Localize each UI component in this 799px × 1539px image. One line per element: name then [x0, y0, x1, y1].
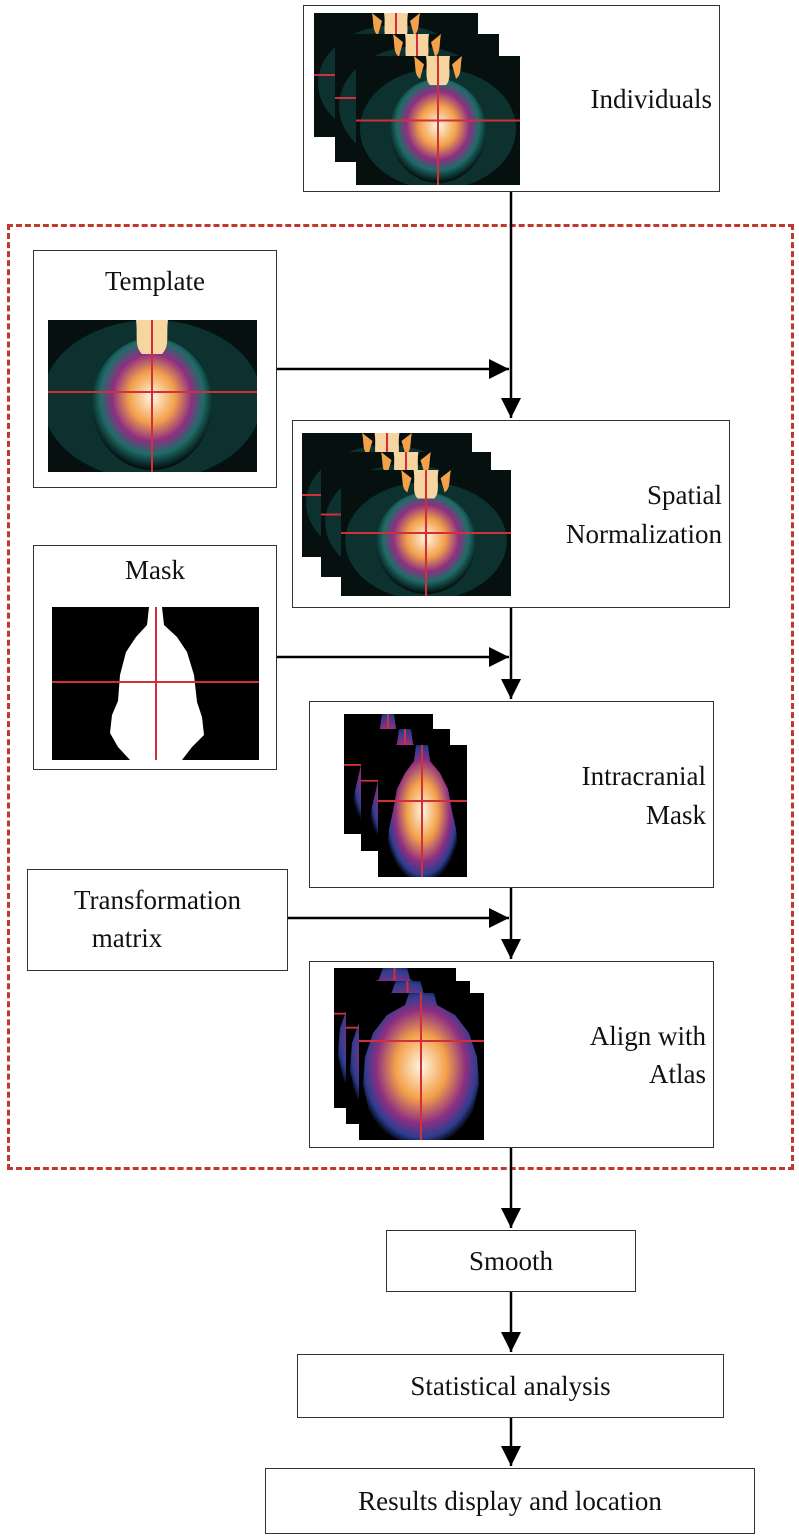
- intracranial-label-line2: Mask: [646, 800, 706, 830]
- atlas-slice-front: [359, 993, 484, 1140]
- spatial-slice-front: [341, 470, 511, 596]
- transformation-label-line2: matrix: [91, 923, 163, 953]
- smooth-box: [386, 1230, 636, 1292]
- template-label: Template: [104, 266, 206, 296]
- mask-label: Mask: [125, 555, 185, 585]
- intracranial-slice-front: [378, 745, 467, 877]
- individual-slice-front: [356, 56, 520, 185]
- spatial-label-line2: Normalization: [566, 519, 722, 549]
- spatial-label-line1: Spatial: [647, 480, 722, 510]
- statistical-analysis-label: Statistical analysis: [410, 1371, 611, 1401]
- mask-image: [52, 607, 259, 760]
- results-label: Results display and location: [358, 1486, 662, 1516]
- smooth-label: Smooth: [468, 1246, 554, 1276]
- align-label-line1: Align with: [589, 1021, 706, 1051]
- individuals-label: Individuals: [590, 84, 713, 114]
- statistical-analysis-box: [297, 1354, 724, 1418]
- results-box: [265, 1468, 755, 1534]
- processing-region-border: [7, 224, 794, 1170]
- align-label-line2: Atlas: [649, 1059, 706, 1089]
- transformation-label-line1: Transformation: [74, 885, 241, 915]
- intracranial-label-line1: Intracranial: [581, 761, 706, 791]
- transformation-matrix-box: [27, 869, 288, 971]
- template-image: [48, 320, 257, 472]
